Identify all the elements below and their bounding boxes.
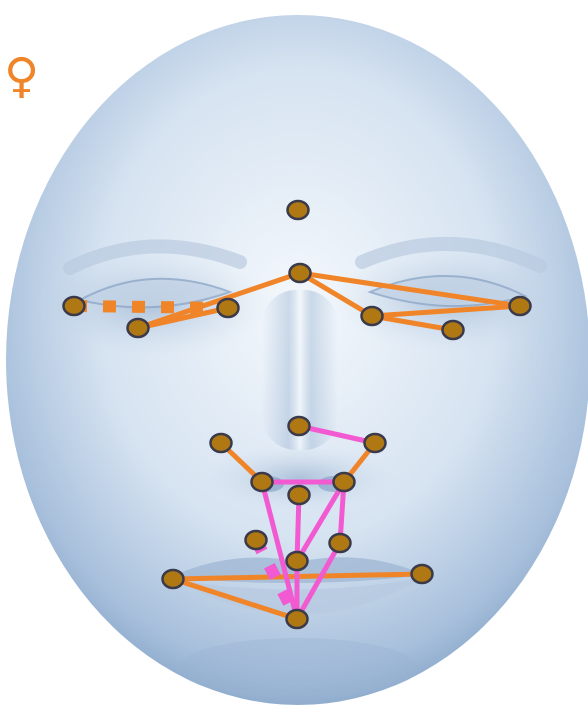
landmark-left-eye-lower — [443, 321, 464, 339]
landmark-subnasale — [289, 486, 310, 504]
landmark-right-mouth-corner — [163, 570, 184, 588]
landmark-right-eye-outer — [64, 297, 85, 315]
landmark-right-eye-inner — [218, 299, 239, 317]
landmark-right-alar — [211, 434, 232, 452]
landmark-left-mouth-corner — [412, 565, 433, 583]
landmark-left-eye-outer — [510, 297, 531, 315]
landmark-right-upper-lip — [246, 531, 267, 549]
landmark-nasion — [290, 264, 311, 282]
landmark-left-upper-lip — [330, 534, 351, 552]
landmark-right-eye-lower — [128, 319, 149, 337]
female-symbol: ♀ — [4, 52, 39, 100]
chin-shadow — [178, 638, 418, 698]
landmark-nose-tip — [289, 417, 310, 435]
landmark-left-eye-inner — [362, 307, 383, 325]
landmark-upper-lip-center — [287, 552, 308, 570]
landmark-chin-lower-lip — [287, 610, 308, 628]
landmark-right-nostril — [252, 473, 273, 491]
landmark-left-alar — [365, 434, 386, 452]
landmark-forehead — [288, 201, 309, 219]
landmark-left-nostril — [334, 473, 355, 491]
